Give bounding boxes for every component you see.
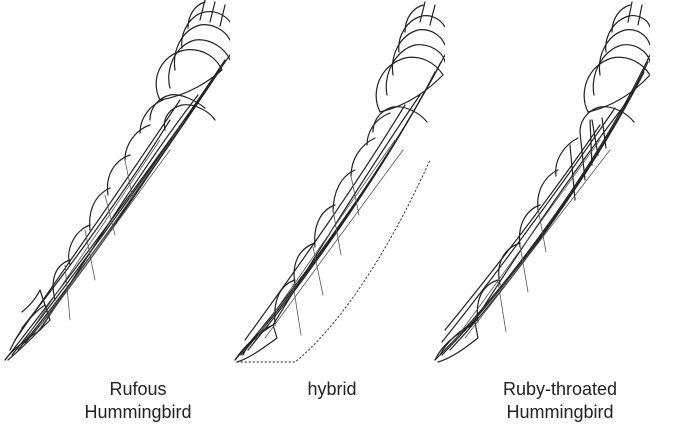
label-line: Ruby-throated bbox=[460, 378, 660, 401]
label-line: hybrid bbox=[232, 378, 432, 401]
rufous-wing-drawing bbox=[0, 0, 230, 372]
label-line: Hummingbird bbox=[38, 401, 238, 424]
label-line: Hummingbird bbox=[460, 401, 660, 424]
ruby-throated-wing-svg bbox=[420, 0, 650, 372]
rufous-wing-svg bbox=[0, 0, 230, 372]
ruby-throated-hummingbird-label: Ruby-throated Hummingbird bbox=[460, 378, 660, 424]
rufous-hummingbird-label: Rufous Hummingbird bbox=[38, 378, 238, 424]
hybrid-wing-drawing bbox=[215, 0, 445, 372]
ruby-throated-wing-drawing bbox=[420, 0, 650, 372]
primaries bbox=[235, 55, 445, 362]
hybrid-label: hybrid bbox=[232, 378, 432, 401]
label-line: Rufous bbox=[38, 378, 238, 401]
hybrid-wing-svg bbox=[215, 0, 445, 372]
primaries bbox=[5, 55, 230, 360]
